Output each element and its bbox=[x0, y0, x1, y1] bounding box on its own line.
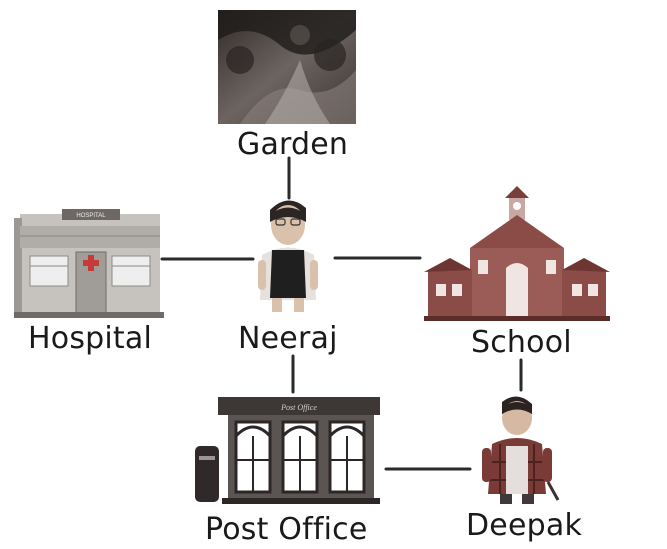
garden-image bbox=[218, 10, 356, 124]
deepak-figure bbox=[482, 396, 560, 504]
hospital-sign-text: HOSPITAL bbox=[76, 213, 106, 219]
post-office-label: Post Office bbox=[205, 512, 368, 547]
post-office-image: Post Office bbox=[195, 397, 380, 504]
deepak-label: Deepak bbox=[466, 508, 583, 543]
connection-lines bbox=[160, 156, 523, 471]
post-office-sign-text: Post Office bbox=[280, 403, 317, 412]
hospital-label: Hospital bbox=[28, 321, 153, 356]
neeraj-label: Neeraj bbox=[238, 321, 338, 356]
hospital-image: HOSPITAL bbox=[14, 209, 164, 318]
school-image bbox=[424, 186, 610, 321]
school-label: School bbox=[471, 325, 572, 360]
garden-label: Garden bbox=[237, 127, 349, 162]
neeraj-figure bbox=[258, 200, 318, 312]
